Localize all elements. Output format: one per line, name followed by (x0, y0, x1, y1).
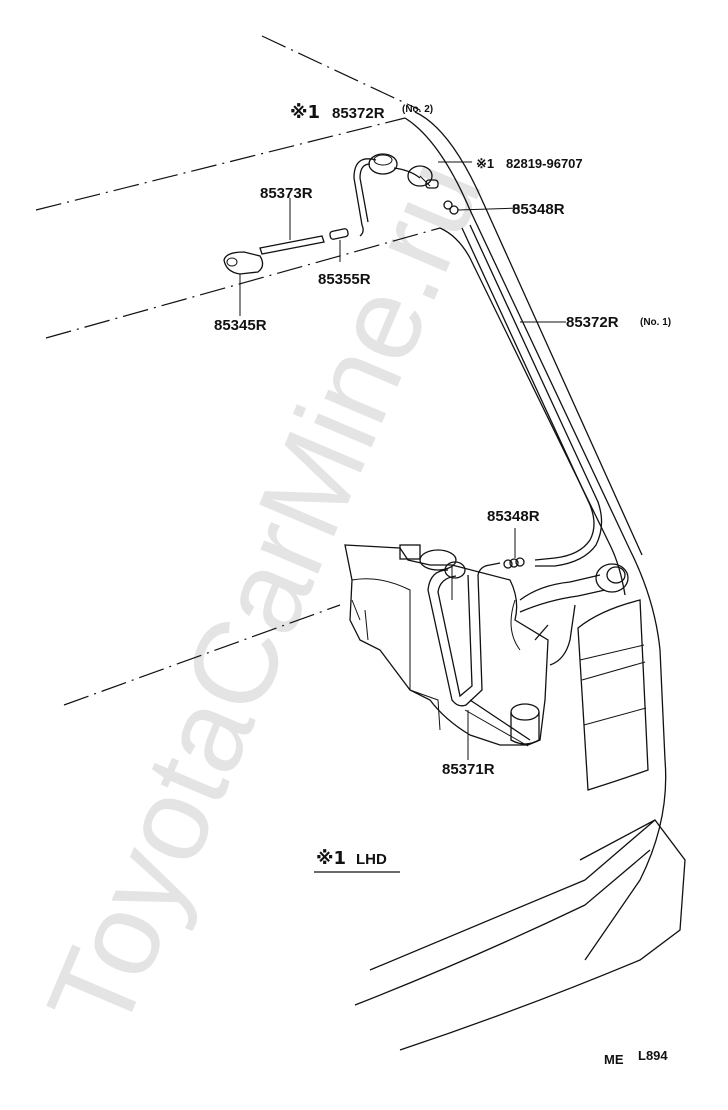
connector-top (443, 200, 521, 215)
note-text: LHD (356, 851, 387, 868)
label-hose-no2: 85372R (332, 105, 385, 122)
hinge-grommet (519, 563, 629, 666)
label-hose-no2-prefix: ※1 (290, 102, 320, 123)
hose-no1 (461, 224, 603, 567)
note-mark: ※1 (316, 848, 346, 869)
tail-lamp (577, 599, 649, 791)
label-reservoir: 85371R (442, 761, 495, 778)
nozzle-85345R (223, 251, 264, 316)
label-hose-no2-suffix: (No. 2) (402, 104, 433, 115)
reservoir-tank (344, 544, 549, 747)
label-connector-top: 85348R (512, 201, 565, 218)
washer-jet (368, 153, 439, 189)
label-connector-bottom: 85348R (487, 508, 540, 525)
hose-no2 (353, 158, 377, 237)
label-hose-no1-suffix: (No. 1) (640, 317, 671, 328)
leader-lines (438, 161, 566, 760)
tube-85373R (259, 198, 349, 262)
watermark: ToyotaCarMine.ru (22, 141, 507, 1050)
label-jet-prefix: ※1 (476, 156, 494, 171)
footer-ref: L894 (638, 1048, 668, 1063)
back-door-outline (354, 111, 686, 1051)
label-jet: 82819-96707 (506, 156, 583, 171)
label-tube: 85373R (260, 185, 313, 202)
label-joint: 85355R (318, 271, 371, 288)
footer-code: ME (604, 1052, 624, 1067)
label-hose-no1: 85372R (566, 314, 619, 331)
label-nozzle: 85345R (214, 317, 267, 334)
connector-bottom (503, 528, 525, 569)
tank-hoses (427, 562, 501, 707)
body-centerlines (35, 35, 441, 706)
